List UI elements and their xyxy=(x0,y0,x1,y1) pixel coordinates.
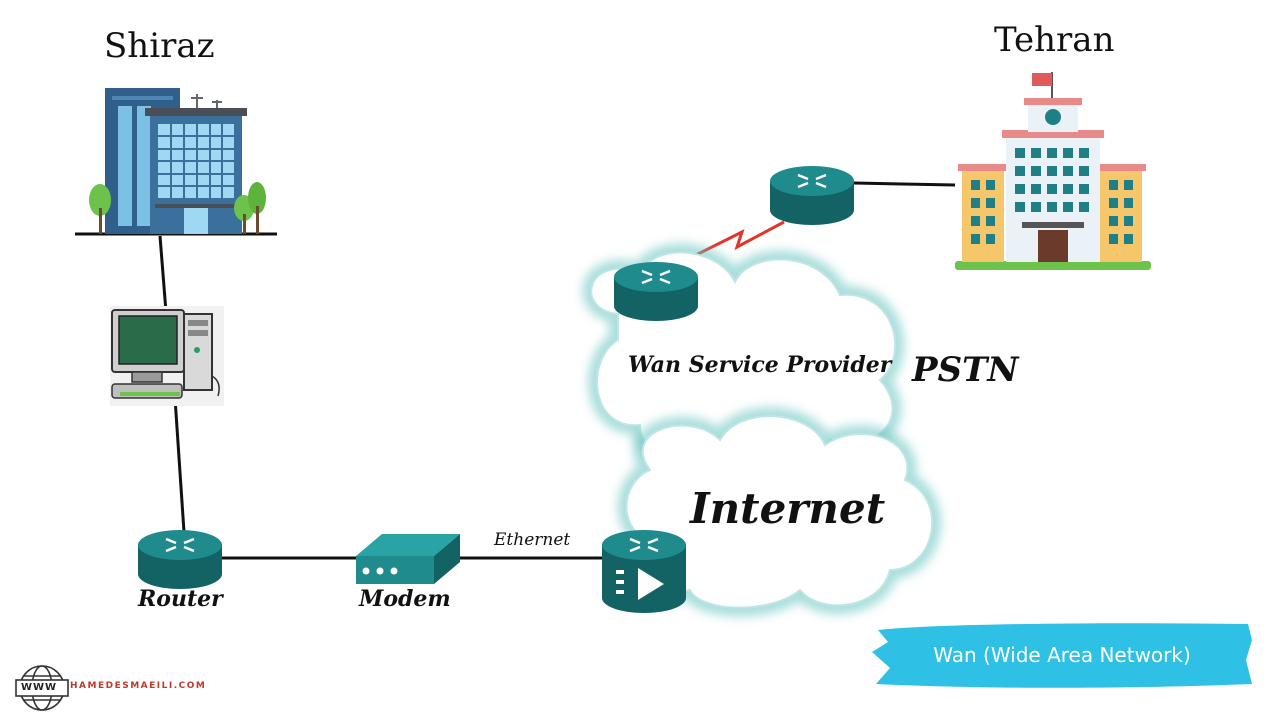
logo-www-text: WWW xyxy=(21,682,58,693)
shiraz-building-icon xyxy=(75,88,277,236)
logo-www-box xyxy=(15,679,69,697)
ethernet-label: Ethernet xyxy=(494,530,571,550)
banner-title: Wan (Wide Area Network) xyxy=(933,643,1191,667)
serial-link xyxy=(675,220,785,267)
pstn-label: PSTN xyxy=(912,350,1019,390)
tree-icon xyxy=(89,184,111,234)
pc-to-router-link xyxy=(173,397,186,533)
access-router-icon xyxy=(602,530,686,613)
pc-icon xyxy=(110,306,224,406)
tehran-building-icon xyxy=(955,72,1151,270)
tehran-label: Tehran xyxy=(994,20,1115,60)
router-label: Router xyxy=(138,586,223,612)
router-icon xyxy=(614,262,698,321)
shiraz-label: Shiraz xyxy=(104,26,215,66)
router-to-tehran-link xyxy=(853,181,956,187)
modem-icon xyxy=(356,534,460,584)
logo-site-text: HAMEDESMAEILI.COM xyxy=(70,681,207,691)
banner-background xyxy=(872,623,1252,688)
router-icon xyxy=(770,166,854,225)
tree-icon xyxy=(234,182,266,234)
modem-label: Modem xyxy=(359,586,451,612)
wan-service-provider-label: Wan Service Provider xyxy=(628,352,892,378)
shiraz-to-pc-link xyxy=(158,235,168,313)
internet-label: Internet xyxy=(690,484,886,533)
router-icon xyxy=(138,530,222,589)
links xyxy=(158,181,956,560)
